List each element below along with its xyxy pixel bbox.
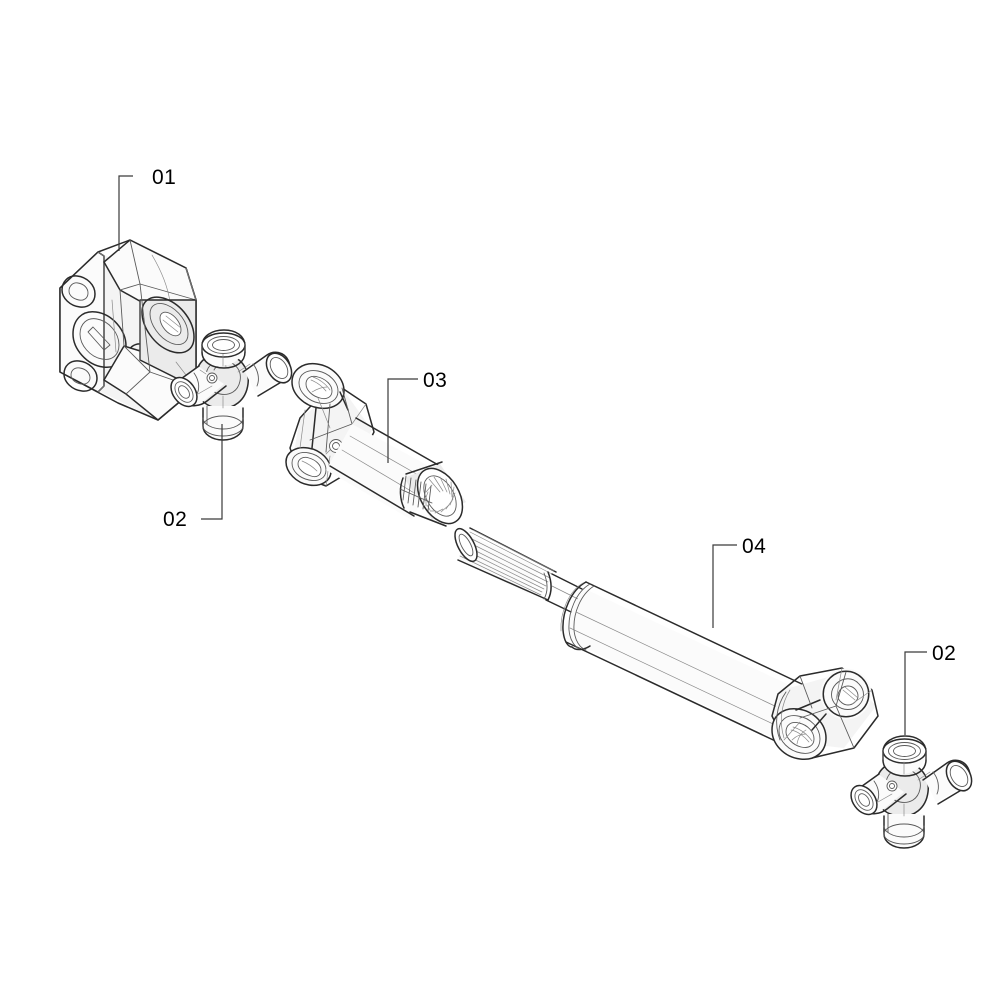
callout-02-right: 02	[904, 642, 956, 735]
splined-shaft	[454, 527, 601, 623]
callout-03: 03	[387, 369, 447, 463]
part-flange-yoke	[59, 239, 197, 421]
part-slip-yoke	[285, 362, 601, 623]
callout-02-left-label: 02	[163, 508, 187, 531]
callout-03-label: 03	[423, 369, 447, 392]
callout-02-right-label: 02	[932, 642, 956, 665]
callout-03-leader	[387, 378, 418, 463]
callout-04: 04	[712, 535, 766, 628]
part-universal-joint-cross-front	[170, 329, 293, 441]
callout-04-label: 04	[742, 535, 766, 558]
callout-02-left-leader	[201, 424, 223, 520]
splined-sleeve-end	[399, 461, 466, 527]
callout-01-label: 01	[152, 166, 176, 189]
callout-02-right-leader	[904, 651, 927, 735]
rear-weld-yoke	[771, 667, 879, 760]
callout-01: 01	[118, 166, 176, 251]
callout-04-leader	[712, 544, 737, 628]
callout-01-leader	[118, 175, 133, 251]
callout-02-left: 02	[163, 424, 223, 531]
part-universal-joint-cross-rear	[850, 735, 973, 849]
part-drive-tube	[560, 581, 879, 760]
